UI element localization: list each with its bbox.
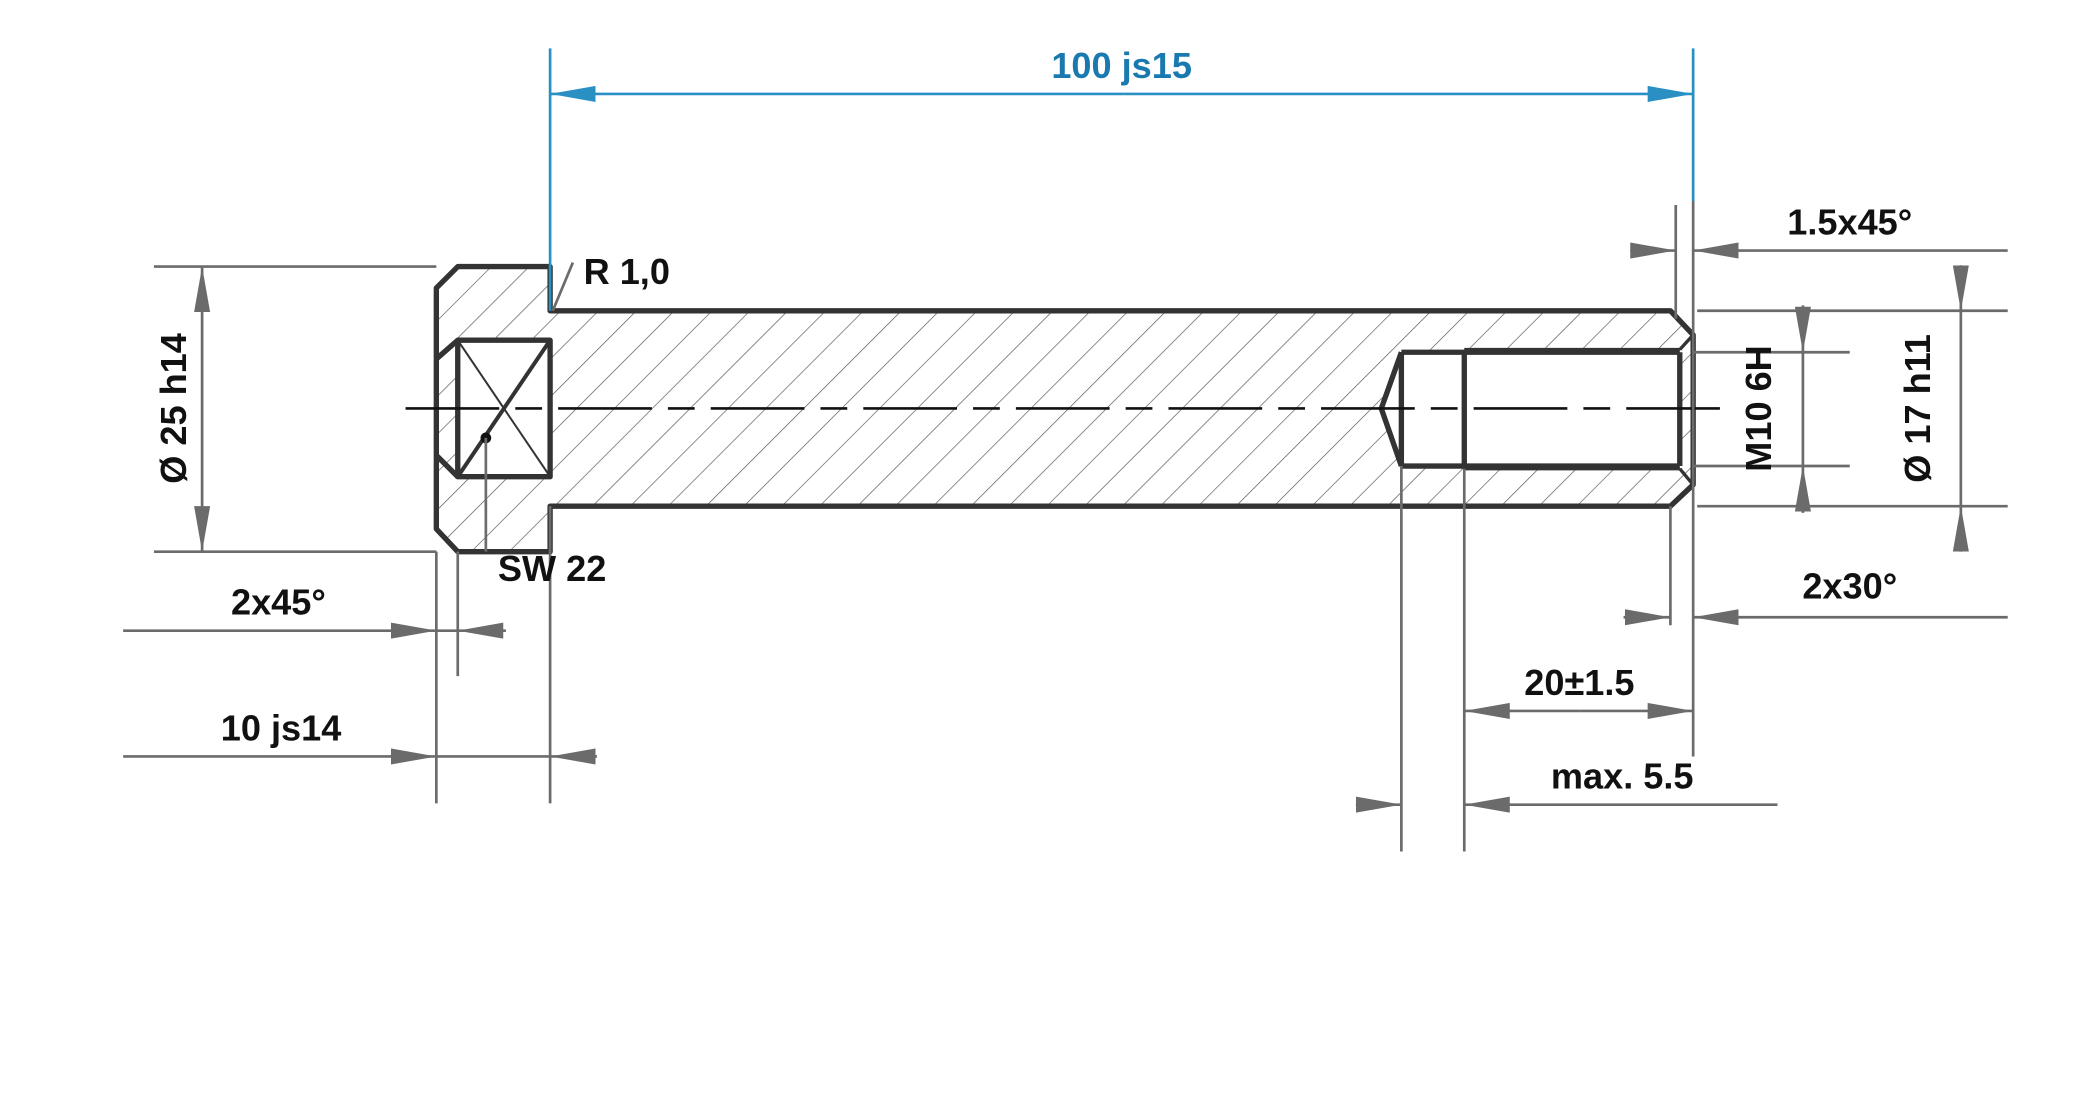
dim-head-diameter: Ø 25 h14 xyxy=(153,333,194,484)
dim-overall-length: 100 js15 xyxy=(1051,45,1192,86)
dim-wrench-size: SW 22 xyxy=(498,548,606,589)
dim-head-chamfer: 2x45° xyxy=(231,582,326,623)
dim-end-chamfer: 1.5x45° xyxy=(1787,201,1912,242)
dimension-lines xyxy=(123,48,2008,852)
dim-undercut: max. 5.5 xyxy=(1551,756,1694,797)
part-body xyxy=(405,263,1727,555)
dim-fillet-radius: R 1,0 xyxy=(584,251,670,292)
dim-countersink: 2x30° xyxy=(1802,566,1897,607)
dim-thread: M10 6H xyxy=(1738,345,1779,471)
dim-head-length: 10 js14 xyxy=(221,707,342,748)
wrench-square-outline xyxy=(434,337,553,480)
dim-shaft-diameter: Ø 17 h11 xyxy=(1897,334,1938,483)
dim-thread-depth: 20±1.5 xyxy=(1524,662,1634,703)
